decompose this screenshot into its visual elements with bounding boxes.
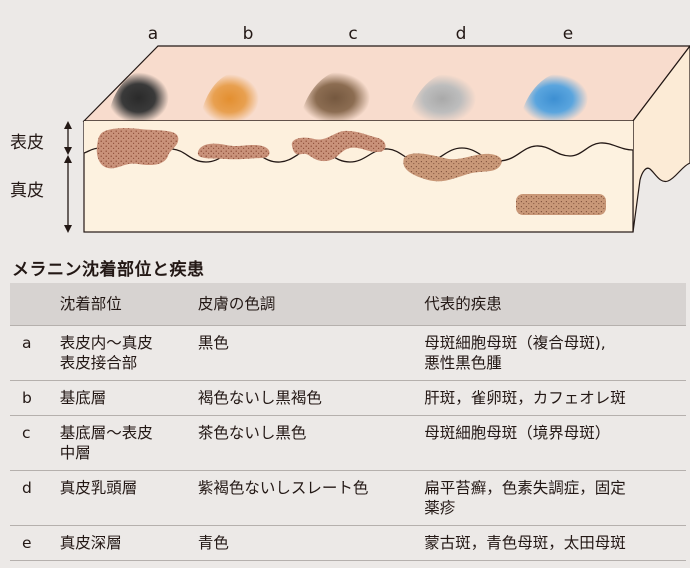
spot-c	[300, 69, 371, 121]
row-site: 真皮乳頭層	[53, 470, 192, 526]
row-color: 黒色	[191, 325, 419, 381]
epidermis-label: 表皮	[10, 133, 44, 153]
row-site: 基底層	[53, 380, 192, 416]
row-disease: 扁平苔癬，色素失調症，固定 薬疹	[418, 470, 686, 526]
row-color: 茶色ないし黒色	[191, 415, 419, 471]
header-site: 沈着部位	[53, 283, 192, 326]
row-color: 褐色ないし黒褐色	[191, 380, 419, 416]
header-disease: 代表的疾患	[418, 283, 686, 326]
row-site: 基底層〜表皮 中層	[53, 415, 192, 471]
row-id: d	[10, 470, 54, 526]
deposit-b	[197, 143, 270, 160]
spot-a	[108, 69, 169, 121]
row-id: e	[10, 525, 54, 561]
table-row: d 真皮乳頭層 紫褐色ないしスレート色 扁平苔癬，色素失調症，固定 薬疹	[10, 470, 686, 526]
row-id: b	[10, 380, 54, 416]
column-label-a: a	[148, 24, 158, 44]
deposit-a	[96, 128, 179, 169]
row-disease: 蒙古斑，青色母斑，太田母斑	[418, 525, 686, 561]
deposit-e	[516, 194, 606, 215]
row-site: 真皮深層	[53, 525, 192, 561]
header-color: 皮膚の色調	[191, 283, 419, 326]
skin-cross-section-diagram: a b c d e 表皮 真皮	[10, 24, 690, 233]
side-face	[632, 45, 690, 233]
epidermis-arrow	[64, 121, 72, 155]
column-label-e: e	[563, 24, 573, 44]
table-title: メラニン沈着部位と疾患	[12, 260, 205, 280]
spot-d	[408, 71, 477, 121]
column-label-c: c	[348, 24, 357, 44]
row-site: 表皮内〜真皮 表皮接合部	[53, 325, 192, 381]
row-id: c	[10, 415, 54, 471]
table-row: b 基底層 褐色ないし黒褐色 肝斑，雀卵斑，カフェオレ斑	[10, 380, 686, 416]
deposit-d	[403, 153, 502, 182]
header-id	[10, 283, 54, 326]
surface-pigment-spots	[108, 69, 589, 121]
table-row: c 基底層〜表皮 中層 茶色ないし黒色 母斑細胞母斑（境界母斑）	[10, 415, 686, 471]
row-disease: 母斑細胞母斑（境界母斑）	[418, 415, 686, 471]
dermis-label: 真皮	[10, 181, 44, 201]
row-disease: 肝斑，雀卵斑，カフェオレ斑	[418, 380, 686, 416]
pigmentation-table: 沈着部位 皮膚の色調 代表的疾患 a 表皮内〜真皮 表皮接合部 黒色 母斑細胞母…	[10, 283, 686, 561]
row-color: 青色	[191, 525, 419, 561]
table-row: e 真皮深層 青色 蒙古斑，青色母斑，太田母斑	[10, 525, 686, 561]
spot-e	[520, 71, 589, 121]
row-disease: 母斑細胞母斑（複合母斑), 悪性黒色腫	[418, 325, 686, 381]
skin-surface	[82, 45, 690, 122]
row-color: 紫褐色ないしスレート色	[191, 470, 419, 526]
spot-b	[200, 71, 259, 121]
deposit-c	[291, 130, 386, 162]
dermis-arrow	[64, 155, 72, 233]
row-id: a	[10, 325, 54, 381]
table-header-row: 沈着部位 皮膚の色調 代表的疾患	[10, 283, 686, 326]
column-label-b: b	[243, 24, 254, 44]
column-label-d: d	[456, 24, 467, 44]
table-row: a 表皮内〜真皮 表皮接合部 黒色 母斑細胞母斑（複合母斑), 悪性黒色腫	[10, 325, 686, 381]
